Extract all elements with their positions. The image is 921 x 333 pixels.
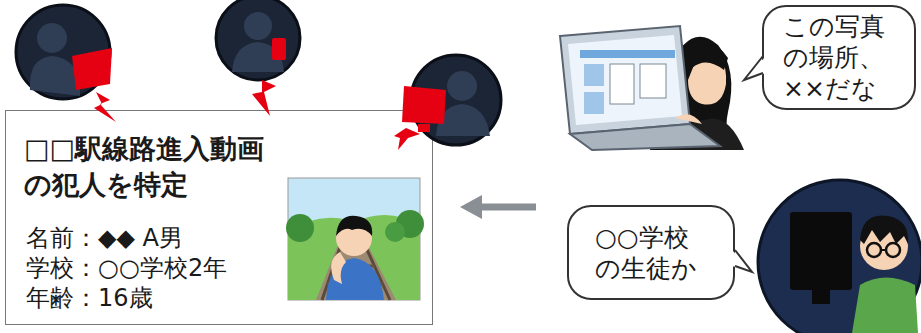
info-line: 年齢：16歳 xyxy=(26,283,153,313)
man-at-computer-part xyxy=(867,243,881,257)
woman-with-laptop-part xyxy=(580,50,675,58)
speech-text: この写真 の場所、 ××だな xyxy=(783,11,895,104)
hacker-figure xyxy=(216,0,300,116)
hacker-figure-part xyxy=(447,71,477,101)
man-at-computer-part xyxy=(886,243,900,257)
hacker-figure-part xyxy=(72,48,112,90)
result-box: □□駅線路進入動画 の犯人を特定名前：◆◆ A男学校：○○学校2年年齢：16歳 xyxy=(5,110,433,325)
info-line: 学校：○○学校2年 xyxy=(26,253,227,283)
woman-with-laptop-part xyxy=(640,64,666,98)
speech-bubble: この写真 の場所、 ××だな xyxy=(762,5,916,110)
hacker-figure-part xyxy=(30,56,80,96)
info-line: 名前：◆◆ A男 xyxy=(26,223,183,253)
woman-with-laptop-part xyxy=(610,64,634,104)
bubble-tail-part xyxy=(735,250,752,272)
hacker-figure-part xyxy=(272,38,286,60)
hacker-figure-part xyxy=(244,12,272,40)
woman-with-laptop-part xyxy=(584,64,604,86)
hacker-figure-part xyxy=(232,42,284,72)
bubble-tail-part xyxy=(732,250,752,272)
man-at-computer-part xyxy=(758,180,921,333)
woman-with-laptop-part xyxy=(560,26,690,134)
gray-arrow-part xyxy=(478,204,536,211)
speech-text: ○○学校 の生徒か xyxy=(595,222,707,284)
gray-arrow xyxy=(460,195,536,219)
bubble-tail-part xyxy=(744,56,763,80)
hacker-figure-part xyxy=(37,23,67,53)
hacker-figure xyxy=(16,5,116,122)
woman-with-laptop-part xyxy=(675,114,702,124)
gray-arrow-part xyxy=(460,195,482,219)
hacker-figure-part xyxy=(16,5,110,99)
hacker-figure-part xyxy=(436,104,490,136)
woman-with-laptop-part xyxy=(584,92,604,114)
man-at-computer-part xyxy=(860,216,908,245)
woman-with-laptop-part xyxy=(690,44,728,70)
woman-with-laptop-part xyxy=(570,124,720,150)
box-heading: □□駅線路進入動画 の犯人を特定 xyxy=(24,131,294,203)
woman-with-laptop-part xyxy=(568,35,682,125)
man-at-computer-part xyxy=(881,249,886,251)
hacker-figure-part xyxy=(216,0,300,80)
man-at-computer-part xyxy=(812,290,830,304)
woman-with-laptop xyxy=(560,26,744,150)
man-at-computer xyxy=(758,180,921,333)
man-at-computer-part xyxy=(852,278,918,333)
bubble-tail xyxy=(732,56,766,272)
man-at-computer-part xyxy=(790,212,852,290)
speech-bubble: ○○学校 の生徒か xyxy=(567,205,735,300)
